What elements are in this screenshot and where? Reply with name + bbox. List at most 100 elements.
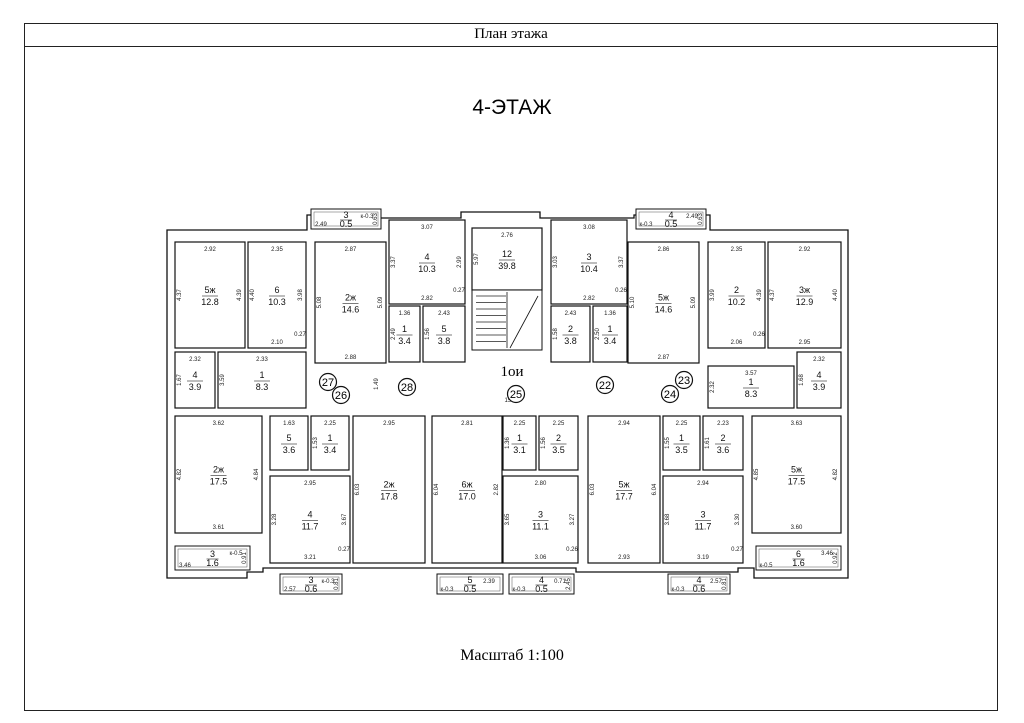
- room-1-right: 18.33.572.32: [707, 365, 795, 409]
- room-dimension: 2.95: [383, 421, 395, 427]
- balcony-inner: [758, 548, 839, 568]
- balcony-name: 3: [210, 549, 215, 559]
- room-dimension: 2.49: [391, 328, 397, 340]
- room-dimension: 3.27: [570, 513, 576, 525]
- room-dimension: 1.36: [604, 311, 616, 317]
- room-outline: [388, 305, 421, 363]
- room-outline: [310, 415, 350, 471]
- room-dimension: 1.67: [177, 374, 183, 386]
- marker-circle: [595, 375, 615, 395]
- room-dimension: 2.50: [595, 328, 601, 340]
- balcony-area: 0.6: [693, 584, 706, 594]
- marker-number: 26: [335, 390, 347, 402]
- room-outline: [707, 241, 766, 349]
- room-dimension: 3.67: [342, 513, 348, 525]
- room-dimension: 2.25: [676, 421, 688, 427]
- room-dimension: 2.32: [813, 357, 825, 363]
- room-dimension: 3.08: [583, 225, 595, 231]
- room-dimension: 2.23: [717, 421, 729, 427]
- balcony-dimension: 2.49: [686, 214, 698, 220]
- room-name: 3: [700, 510, 705, 520]
- room-name: 2ж: [345, 293, 356, 303]
- corridor-width: 1.49: [374, 378, 380, 390]
- balcony-dimension: 0.81: [722, 578, 728, 590]
- balcony-dimension: 0.63: [373, 213, 379, 225]
- balcony-dimension: к-0.5: [760, 563, 774, 569]
- room-dimension: 2.94: [618, 421, 630, 427]
- room-area: 17.0: [458, 492, 476, 502]
- balcony-dimension: 2.57: [710, 579, 722, 585]
- room-1-e: 13.52.251.55: [662, 415, 701, 471]
- room-name: 2: [720, 433, 725, 443]
- room-1-left: 18.32.333.59: [217, 351, 307, 409]
- marker-22: 22: [595, 375, 615, 395]
- room-dimension: 2.99: [457, 256, 463, 268]
- balcony-dimension: 2.57: [284, 587, 296, 593]
- balcony-dimension: к-0.3: [640, 222, 654, 228]
- room-5-a: 53.82.431.56: [422, 305, 466, 363]
- room-name: 1: [517, 433, 522, 443]
- balcony-bot-2: 50.5к-0.32.39: [436, 573, 504, 595]
- room-area: 3.6: [717, 445, 730, 455]
- room-outline: [538, 415, 579, 471]
- header-title: План этажа: [24, 23, 998, 47]
- room-dimension: 3.30: [735, 513, 741, 525]
- room-dimension: 4.40: [250, 289, 256, 301]
- room-dimension: 4.85: [754, 468, 760, 480]
- balcony-area: 1.6: [206, 558, 219, 568]
- room-dimension: 4.37: [177, 289, 183, 301]
- stair-arrow-line: [509, 295, 539, 349]
- room-dimension: 3.59: [220, 374, 226, 386]
- room-area: 12.9: [796, 297, 814, 307]
- room-dimension: 2.32: [189, 357, 201, 363]
- room-name: 5ж: [791, 465, 802, 475]
- room-area: 10.3: [268, 297, 286, 307]
- room-name: 1: [679, 433, 684, 443]
- balcony-dimension: 0.71: [554, 579, 566, 585]
- room-dimension: 2.82: [421, 296, 433, 302]
- room-outline: [422, 305, 466, 363]
- balcony-outline: [279, 573, 343, 595]
- room-name: 3ж: [799, 285, 810, 295]
- room-dimension: 3.99: [710, 289, 716, 301]
- room-dimension: 2.43: [565, 311, 577, 317]
- balcony-area: 0.6: [305, 584, 318, 594]
- room-area: 17.7: [615, 492, 633, 502]
- marker-circle: [318, 372, 338, 392]
- room-dimension: 6.04: [652, 483, 658, 495]
- marker-circle: [660, 384, 680, 404]
- balcony-area: 0.5: [535, 584, 548, 594]
- room-name: 2: [568, 324, 573, 334]
- room-name: 5: [441, 324, 446, 334]
- room-name: 4: [816, 370, 821, 380]
- balcony-area: 1.6: [792, 558, 805, 568]
- room-dimension: 0.26: [615, 288, 627, 294]
- room-outline: [174, 351, 216, 409]
- balcony-dimension: 0.92: [833, 552, 839, 564]
- room-dimension: 3.63: [791, 421, 803, 427]
- room-1-a: 13.41.362.49: [388, 305, 421, 363]
- room-outline: [796, 351, 842, 409]
- room-name: 1: [748, 377, 753, 387]
- room-outline: [352, 415, 426, 564]
- room-dimension: 2.81: [461, 421, 473, 427]
- room-name: 4: [424, 252, 429, 262]
- room-dimension: 2.94: [697, 481, 709, 487]
- room-1-d: 13.12.251.36: [502, 415, 537, 471]
- floor-title: 4-ЭТАЖ: [472, 96, 552, 119]
- room-name: 4: [307, 510, 312, 520]
- room-outline: [174, 241, 246, 349]
- room-outline: [707, 365, 795, 409]
- room-area: 10.3: [418, 264, 436, 274]
- drawing-frame: [24, 23, 998, 711]
- room-outline: [702, 415, 744, 471]
- balcony-dimension: к-0.3: [672, 587, 686, 593]
- room-area: 3.4: [398, 336, 411, 346]
